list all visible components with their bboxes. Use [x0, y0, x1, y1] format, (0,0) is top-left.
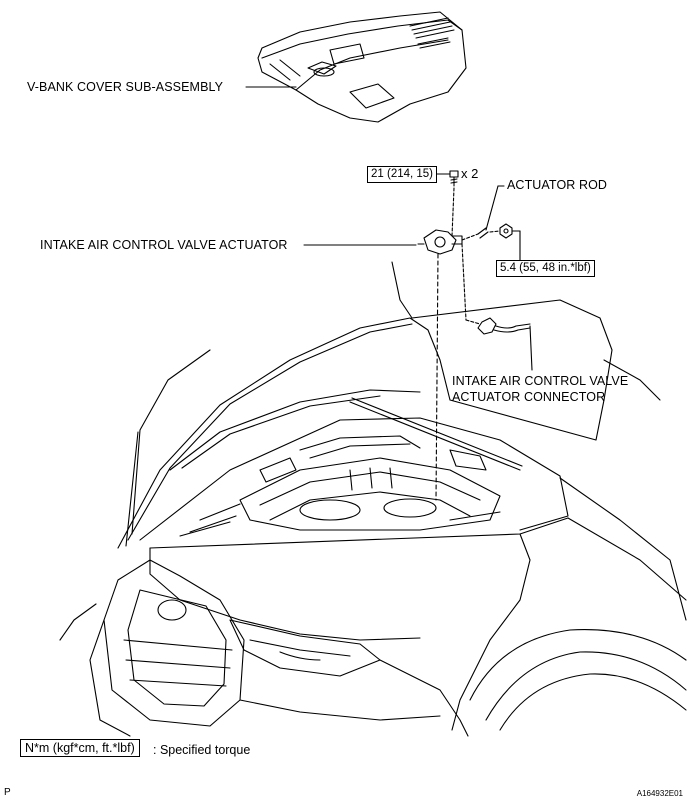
connector-install-path — [461, 243, 467, 321]
label-actuator-rod: ACTUATOR ROD — [507, 178, 608, 192]
torque-spec-bolt: 21 (214, 15) — [367, 166, 438, 183]
connector-path-end — [465, 319, 481, 325]
label-v-bank-cover: V-BANK COVER SUB-ASSEMBLY — [27, 80, 224, 94]
torque-spec-rod-nut: 5.4 (55, 48 in.*lbf) — [496, 260, 595, 277]
vehicle-illustration — [59, 261, 687, 737]
figure-reference: A164932E01 — [636, 789, 683, 798]
actuator-rod-illustration — [477, 227, 489, 239]
actuator-rod-leader — [485, 185, 499, 231]
v-bank-cover-illustration — [257, 11, 467, 123]
torque-legend-text: : Specified torque — [153, 743, 251, 757]
rod-install-path — [461, 233, 479, 241]
torque-legend-box: N*m (kgf*cm, ft.*lbf) — [20, 739, 140, 757]
nut-install-path — [489, 230, 501, 233]
label-connector-line1: INTAKE AIR CONTROL VALVE — [452, 374, 629, 388]
bolt-icon — [449, 170, 459, 187]
label-connector-line2: ACTUATOR CONNECTOR — [452, 390, 606, 404]
label-actuator: INTAKE AIR CONTROL VALVE ACTUATOR — [40, 238, 288, 252]
nut-icon — [499, 223, 513, 239]
connector-illustration — [477, 317, 531, 335]
bolt-install-path — [451, 187, 455, 237]
actuator-illustration — [417, 229, 463, 255]
bolt-quantity: x 2 — [461, 166, 479, 181]
connector-leader — [529, 325, 533, 371]
actuator-install-path — [435, 253, 439, 501]
corner-letter: P — [4, 787, 11, 798]
